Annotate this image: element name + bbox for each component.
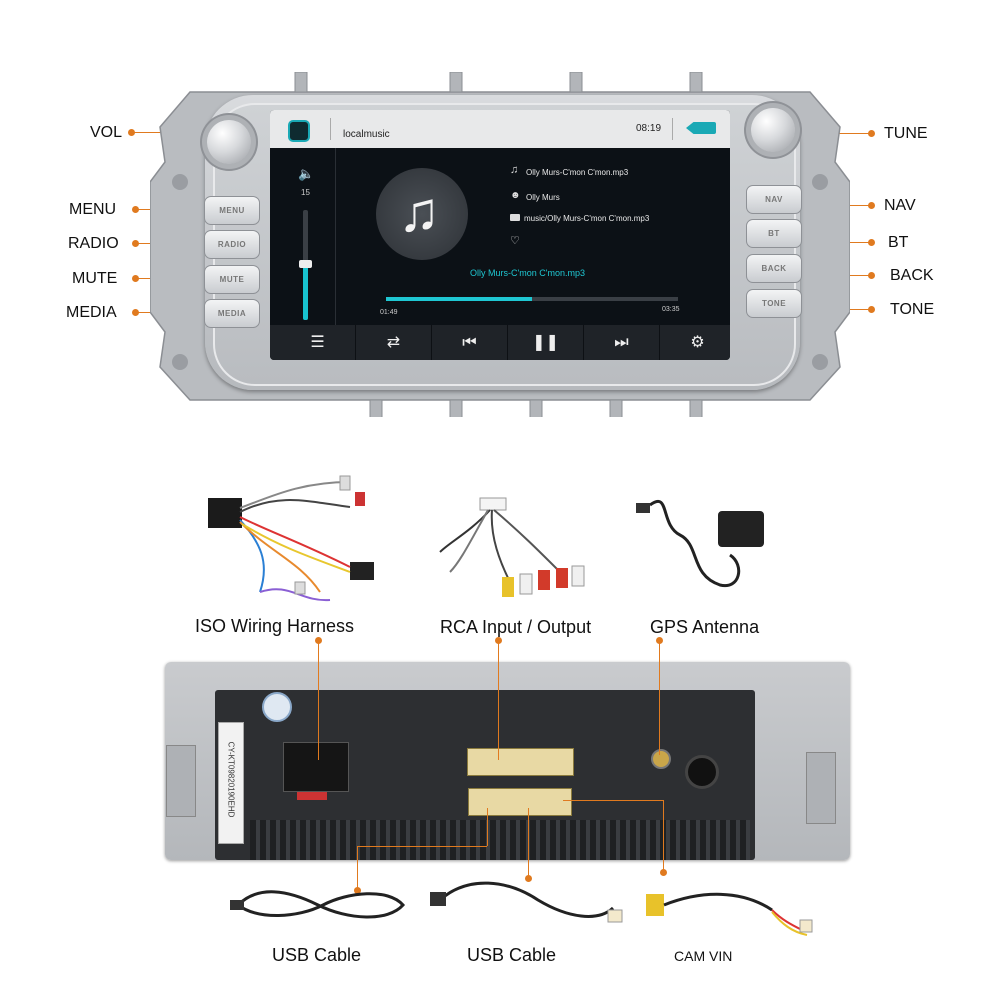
callout-nav: NAV xyxy=(884,197,916,214)
callout-mute: MUTE xyxy=(72,270,118,287)
callout-vol: VOL xyxy=(90,124,123,141)
nav-button[interactable]: NAV xyxy=(746,185,802,214)
callout-menu: MENU xyxy=(69,201,117,218)
warranty-seal xyxy=(262,692,292,722)
display-screen: localmusic 08:19 🔈 15 ♫ ♫ Olly Murs-C'mo… xyxy=(270,110,730,360)
connector-line xyxy=(563,800,663,801)
bracket-right xyxy=(806,752,836,824)
label-usb-cable-1: USB Cable xyxy=(272,945,362,965)
rca-cable-image xyxy=(430,492,600,607)
radio-button[interactable]: RADIO xyxy=(204,230,260,259)
speaker-icon: 🔈 xyxy=(298,166,315,181)
label-iso-wiring-harness: ISO Wiring Harness xyxy=(195,616,355,636)
rear-heatsink xyxy=(250,820,750,860)
callout-dot xyxy=(868,272,875,279)
callout-dot xyxy=(868,130,875,137)
next-icon[interactable]: ⏭ xyxy=(584,325,660,360)
home-icon[interactable] xyxy=(288,120,310,142)
callout-dot xyxy=(128,129,135,136)
iso-wiring-harness-image xyxy=(200,462,385,612)
callout-dot xyxy=(132,206,139,213)
note-icon: ♫ xyxy=(510,164,519,176)
artist-icon: ☻ xyxy=(510,190,521,201)
label-cam-vin: CAM VIN xyxy=(674,948,733,964)
rca-connector-port-bottom xyxy=(468,788,572,816)
mute-button[interactable]: MUTE xyxy=(204,265,260,294)
total-time: 03:35 xyxy=(662,306,680,313)
back-button[interactable]: BACK xyxy=(746,254,802,283)
label-gps-antenna: GPS Antenna xyxy=(650,617,760,637)
callout-dot xyxy=(132,309,139,316)
usb-cable-1-image xyxy=(228,880,413,930)
clock: 08:19 xyxy=(636,123,662,134)
folder-icon xyxy=(510,214,520,221)
tune-knob[interactable] xyxy=(751,108,795,152)
album-art: ♫ xyxy=(376,168,468,260)
serial-number: CY-KT09820190EHD xyxy=(226,741,236,818)
file-path: music/Olly Murs-C'mon C'mon.mp3 xyxy=(524,214,650,223)
label-usb-cable-2: USB Cable xyxy=(467,945,557,965)
connector-dot xyxy=(315,637,322,644)
artist-name: Olly Murs xyxy=(526,193,560,202)
volume-thumb[interactable] xyxy=(299,260,312,268)
callout-dot xyxy=(868,239,875,246)
menu-button[interactable]: MENU xyxy=(204,196,260,225)
callout-dot xyxy=(132,275,139,282)
connector-line xyxy=(487,808,488,846)
elapsed-time: 01:49 xyxy=(380,309,398,316)
gps-antenna-image xyxy=(630,485,770,605)
callout-tune: TUNE xyxy=(884,125,928,142)
previous-icon[interactable]: ⏮ xyxy=(432,325,508,360)
playback-controls: ☰ ⇄ ⏮ ❚❚ ⏭ ⚙ xyxy=(270,325,730,360)
media-button[interactable]: MEDIA xyxy=(204,299,260,328)
bracket-left xyxy=(166,745,196,817)
cam-vin-cable-image xyxy=(642,880,817,940)
connector-dot xyxy=(656,637,663,644)
callout-media: MEDIA xyxy=(66,304,117,321)
callout-dot xyxy=(132,240,139,247)
connector-line xyxy=(357,846,358,890)
gps-port xyxy=(651,749,671,769)
callout-dot xyxy=(868,202,875,209)
antenna-port xyxy=(685,755,719,789)
connector-dot xyxy=(495,637,502,644)
callout-back: BACK xyxy=(890,267,934,284)
connector-line xyxy=(528,808,529,878)
volume-knob[interactable] xyxy=(207,120,251,164)
connector-line xyxy=(318,640,319,760)
playlist-icon[interactable]: ☰ xyxy=(280,325,356,360)
callout-dot xyxy=(868,306,875,313)
label-rca-input-output: RCA Input / Output xyxy=(440,617,592,637)
callout-bt: BT xyxy=(888,234,909,251)
progress-bar[interactable] xyxy=(386,297,678,301)
bt-button[interactable]: BT xyxy=(746,219,802,248)
volume-slider[interactable] xyxy=(299,210,312,320)
connector-dot xyxy=(525,875,532,882)
connector-dot xyxy=(354,887,361,894)
now-playing: Olly Murs-C'mon C'mon.mp3 xyxy=(470,268,585,278)
iso-connector-port xyxy=(283,742,349,792)
rca-connector-port-top xyxy=(467,748,574,776)
pause-icon[interactable]: ❚❚ xyxy=(508,325,584,360)
connector-line xyxy=(498,640,499,760)
shuffle-icon[interactable]: ⇄ xyxy=(356,325,432,360)
callout-tone: TONE xyxy=(890,301,935,318)
source-label: localmusic xyxy=(343,129,390,140)
connector-line xyxy=(663,800,664,872)
usb-cable-2-image xyxy=(428,870,628,932)
favorite-heart-icon[interactable]: ♡ xyxy=(510,235,520,247)
connector-dot xyxy=(660,869,667,876)
serial-label: CY-KT09820190EHD xyxy=(218,722,244,844)
connector-line xyxy=(357,846,487,847)
equalizer-icon[interactable]: ⚙ xyxy=(690,334,705,351)
music-note-icon: ♫ xyxy=(398,180,440,243)
tone-button[interactable]: TONE xyxy=(746,289,802,318)
fuse xyxy=(297,792,327,800)
track-file-name: Olly Murs-C'mon C'mon.mp3 xyxy=(526,168,629,177)
callout-radio: RADIO xyxy=(68,235,119,252)
status-bar: localmusic 08:19 xyxy=(270,110,730,148)
connector-line xyxy=(659,640,660,755)
back-arrow-icon[interactable] xyxy=(686,122,716,134)
volume-level: 15 xyxy=(301,188,310,197)
